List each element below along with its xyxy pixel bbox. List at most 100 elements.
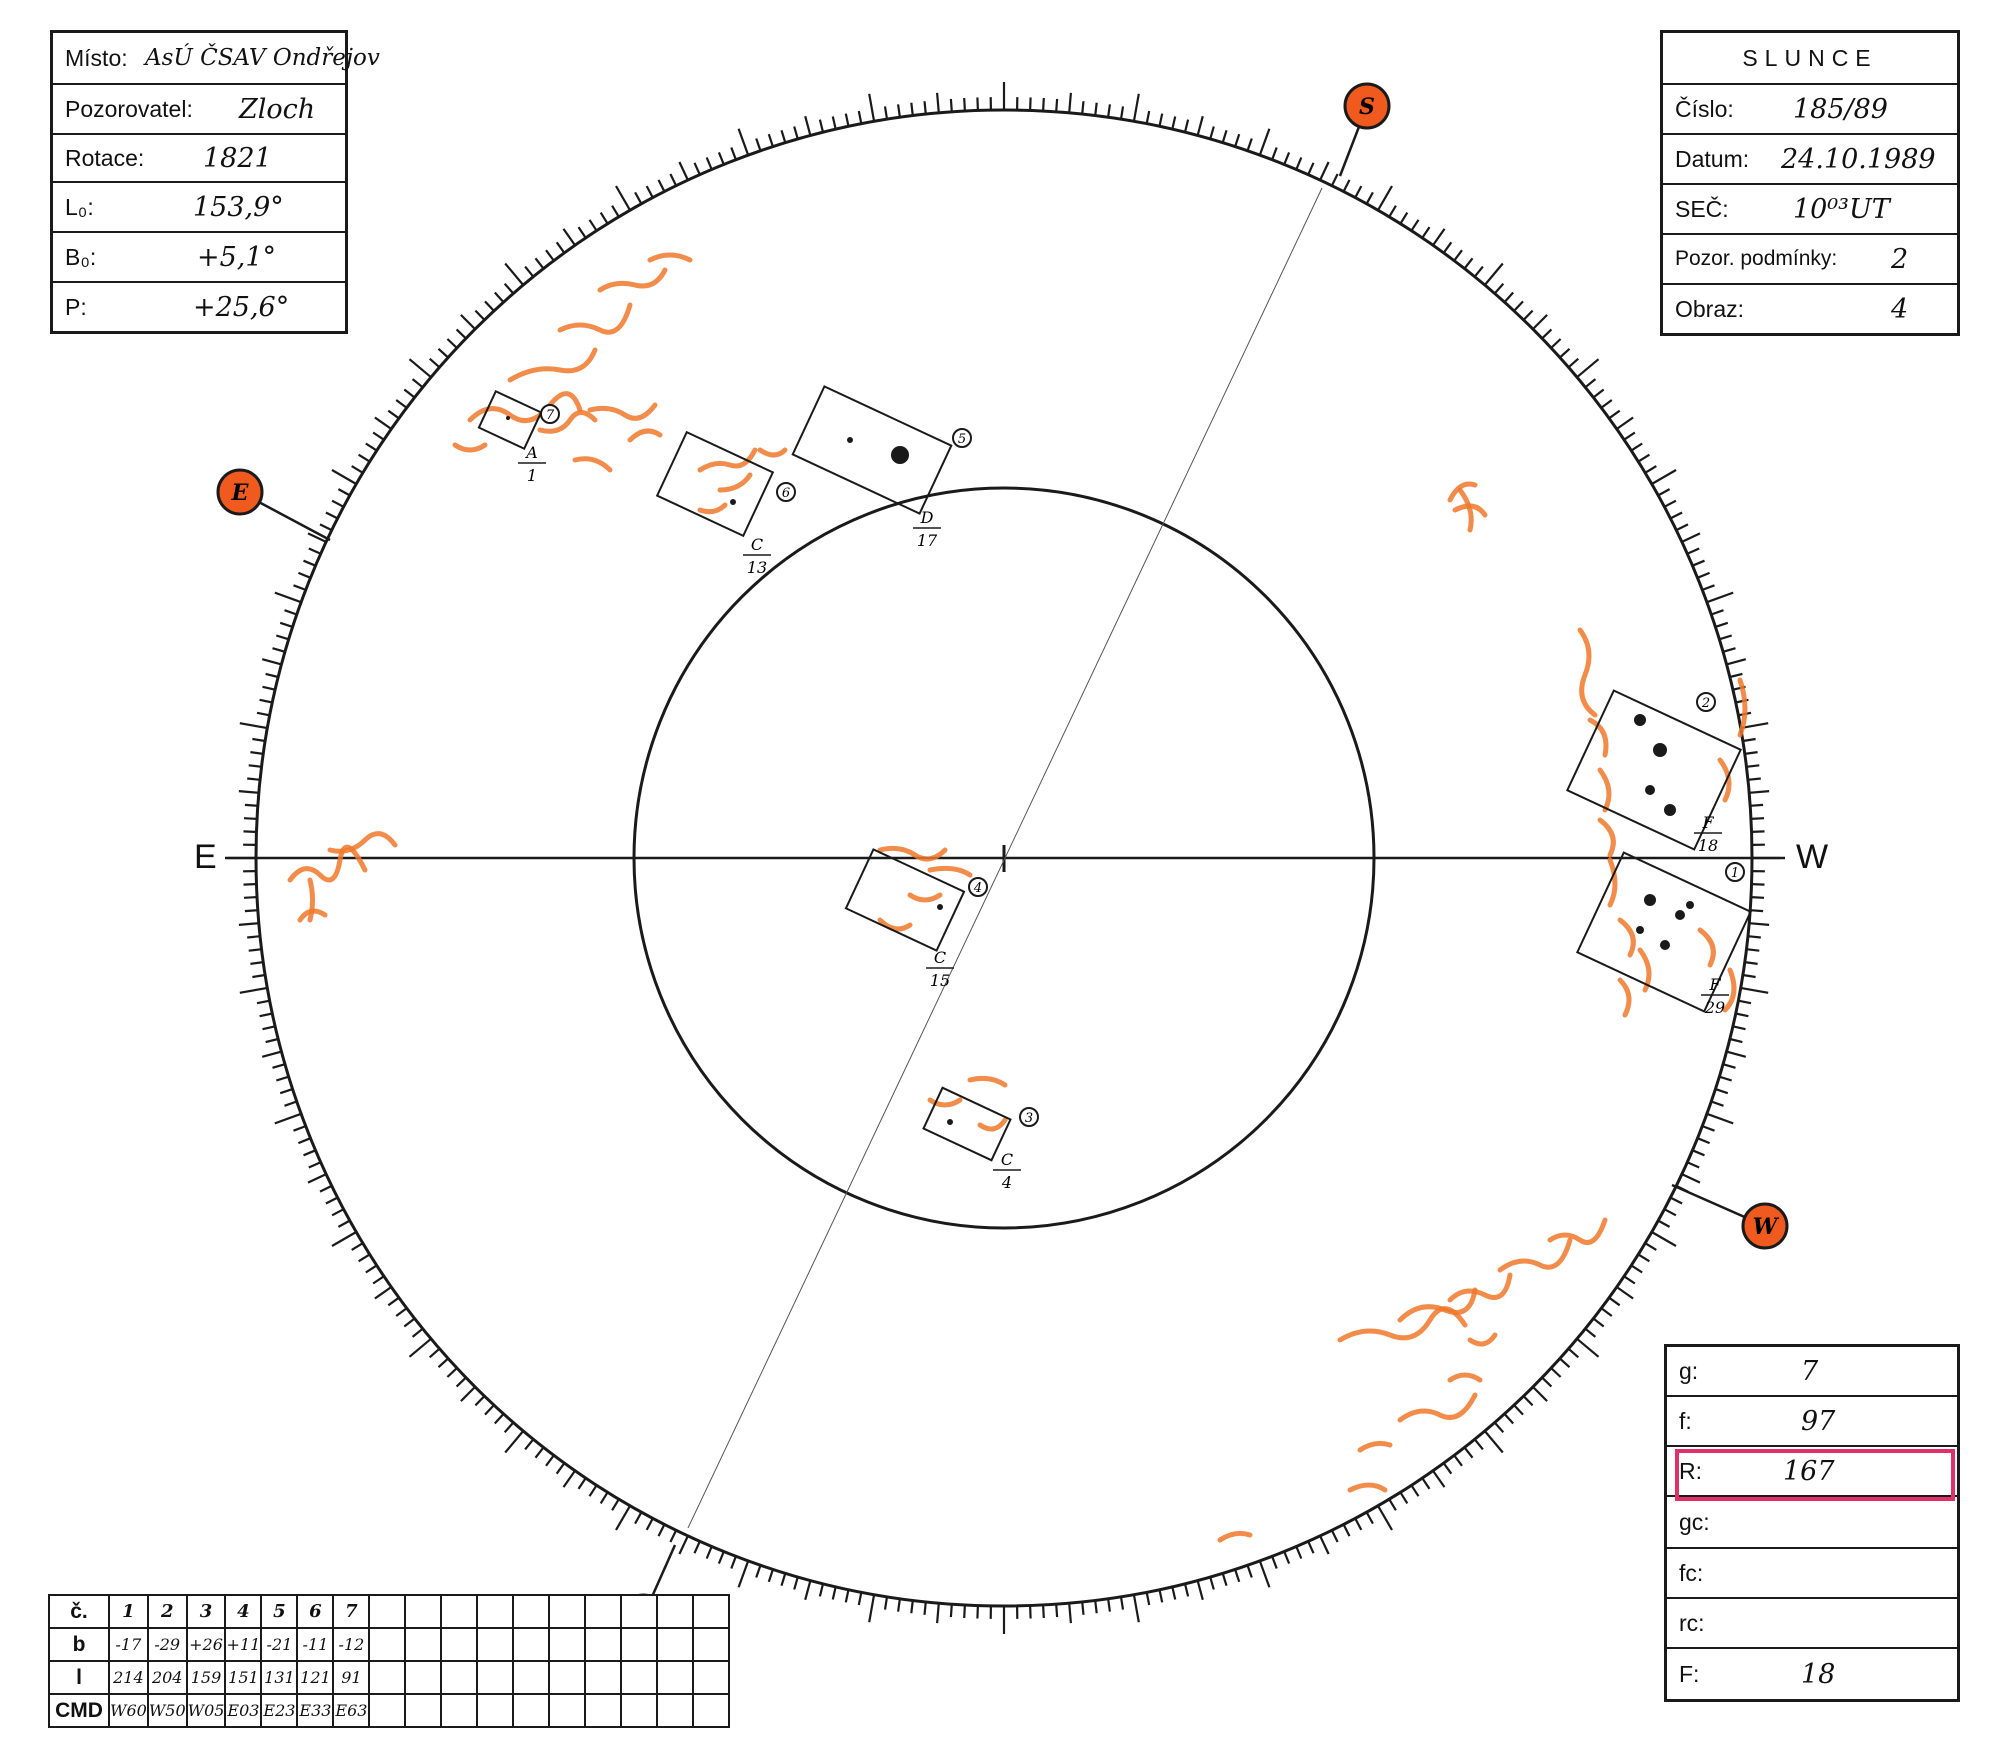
limb-tick — [331, 469, 357, 485]
limb-tick — [1432, 1470, 1446, 1488]
table-empty-cell — [656, 1627, 695, 1662]
limb-tick — [1584, 1327, 1597, 1338]
limb-tick — [503, 282, 515, 295]
table-empty-cell — [476, 1660, 515, 1695]
marker-letter: E — [231, 480, 250, 506]
limb-tick — [1388, 205, 1397, 218]
time-row: SEČ: 10⁰³UT — [1663, 185, 1957, 235]
facula-stroke — [907, 892, 943, 903]
date-value: 24.10.1989 — [1781, 143, 1936, 175]
limb-tick — [1234, 1569, 1241, 1583]
limb-tick — [755, 138, 762, 152]
group-number-circle — [776, 482, 796, 502]
table-empty-cell — [692, 1693, 731, 1728]
facula-stroke — [1347, 1482, 1388, 1493]
limb-tick — [1567, 1347, 1580, 1359]
table-cell: -12 — [332, 1627, 371, 1662]
limb-tick — [331, 499, 345, 508]
table-empty-cell — [656, 1693, 695, 1728]
limb-tick — [1710, 609, 1724, 616]
limb-tick — [372, 431, 385, 441]
limb-tick — [252, 973, 266, 979]
rotation-row: Rotace: 1821 — [53, 135, 345, 183]
limb-tick — [1744, 751, 1758, 755]
limb-tick — [588, 219, 598, 232]
limb-tick — [1119, 1596, 1125, 1610]
limb-tick — [1541, 328, 1553, 340]
facula-stroke — [697, 502, 728, 515]
facula-stroke — [1497, 1237, 1573, 1273]
table-empty-cell — [692, 1594, 731, 1629]
limb-tick — [1670, 511, 1683, 520]
limb-tick — [484, 1404, 495, 1416]
limb-tick — [897, 104, 901, 118]
facula-stroke — [627, 428, 663, 443]
limb-tick — [351, 465, 364, 474]
limb-tick — [910, 1600, 914, 1614]
limb-tick — [1483, 1430, 1504, 1454]
limb-tick — [408, 1337, 432, 1358]
b0-label: B₀: — [65, 243, 97, 270]
limb-tick — [256, 711, 270, 717]
title-row: SLUNCE — [1663, 33, 1957, 85]
limb-tick — [252, 737, 266, 743]
limb-tick — [1644, 465, 1657, 474]
limb-tick — [1442, 241, 1453, 254]
table-empty-cell — [476, 1693, 515, 1728]
limb-tick — [1715, 621, 1729, 628]
group-frame — [1565, 689, 1743, 851]
facula-stroke — [327, 831, 398, 854]
limb-tick — [737, 1560, 750, 1588]
limb-tick — [1616, 1286, 1634, 1300]
limb-tick — [1330, 1529, 1339, 1543]
limb-tick — [657, 179, 666, 192]
limb-tick — [279, 1088, 293, 1095]
limb-tick — [755, 1564, 762, 1578]
table-empty-cell — [620, 1660, 659, 1695]
facula-stroke — [877, 845, 948, 862]
limb-tick — [818, 1583, 825, 1597]
group-number-circle — [1725, 862, 1745, 882]
limb-tick — [1094, 102, 1098, 116]
limb-tick — [534, 257, 545, 270]
limb-tick — [1726, 658, 1747, 666]
limb-tick — [705, 1546, 713, 1559]
sunspot — [1660, 940, 1670, 950]
limb-tick — [1701, 584, 1715, 591]
limb-tick — [238, 922, 259, 926]
table-empty-cell — [512, 1594, 551, 1629]
limb-tick — [1710, 1100, 1724, 1107]
limb-tick — [1463, 257, 1474, 270]
fc-label: fc: — [1679, 1559, 1704, 1586]
limb-tick — [1718, 634, 1733, 641]
facula-stroke — [697, 447, 758, 473]
limb-tick — [1503, 291, 1515, 303]
limb-tick — [1657, 488, 1671, 497]
time-value: 10⁰³UT — [1793, 193, 1890, 225]
table-empty-cell — [548, 1627, 587, 1662]
place-row: Místo: AsÚ ČSAV Ondřejov — [53, 33, 380, 85]
table-empty-cell — [404, 1660, 443, 1695]
limb-tick — [1726, 1050, 1747, 1058]
table-cell: -21 — [260, 1627, 299, 1662]
limb-tick — [1751, 830, 1765, 833]
facula-stroke — [717, 472, 753, 493]
limb-tick — [693, 162, 701, 176]
limb-tick — [437, 1357, 449, 1369]
limb-tick — [1746, 948, 1760, 952]
table-row-header: CMD — [48, 1693, 110, 1728]
limb-tick — [1637, 453, 1650, 463]
limb-tick — [645, 185, 654, 199]
limb-tick — [804, 1580, 812, 1601]
facula-stroke — [1337, 1306, 1468, 1343]
facula-stroke — [1737, 677, 1748, 738]
limb-tick — [238, 790, 259, 794]
limb-tick — [555, 241, 566, 254]
limb-tick — [303, 559, 316, 567]
limb-tick — [1493, 282, 1505, 295]
sun-record-box: SLUNCE Číslo: 185/89 Datum: 24.10.1989 S… — [1660, 30, 1960, 336]
limb-tick — [365, 442, 378, 452]
